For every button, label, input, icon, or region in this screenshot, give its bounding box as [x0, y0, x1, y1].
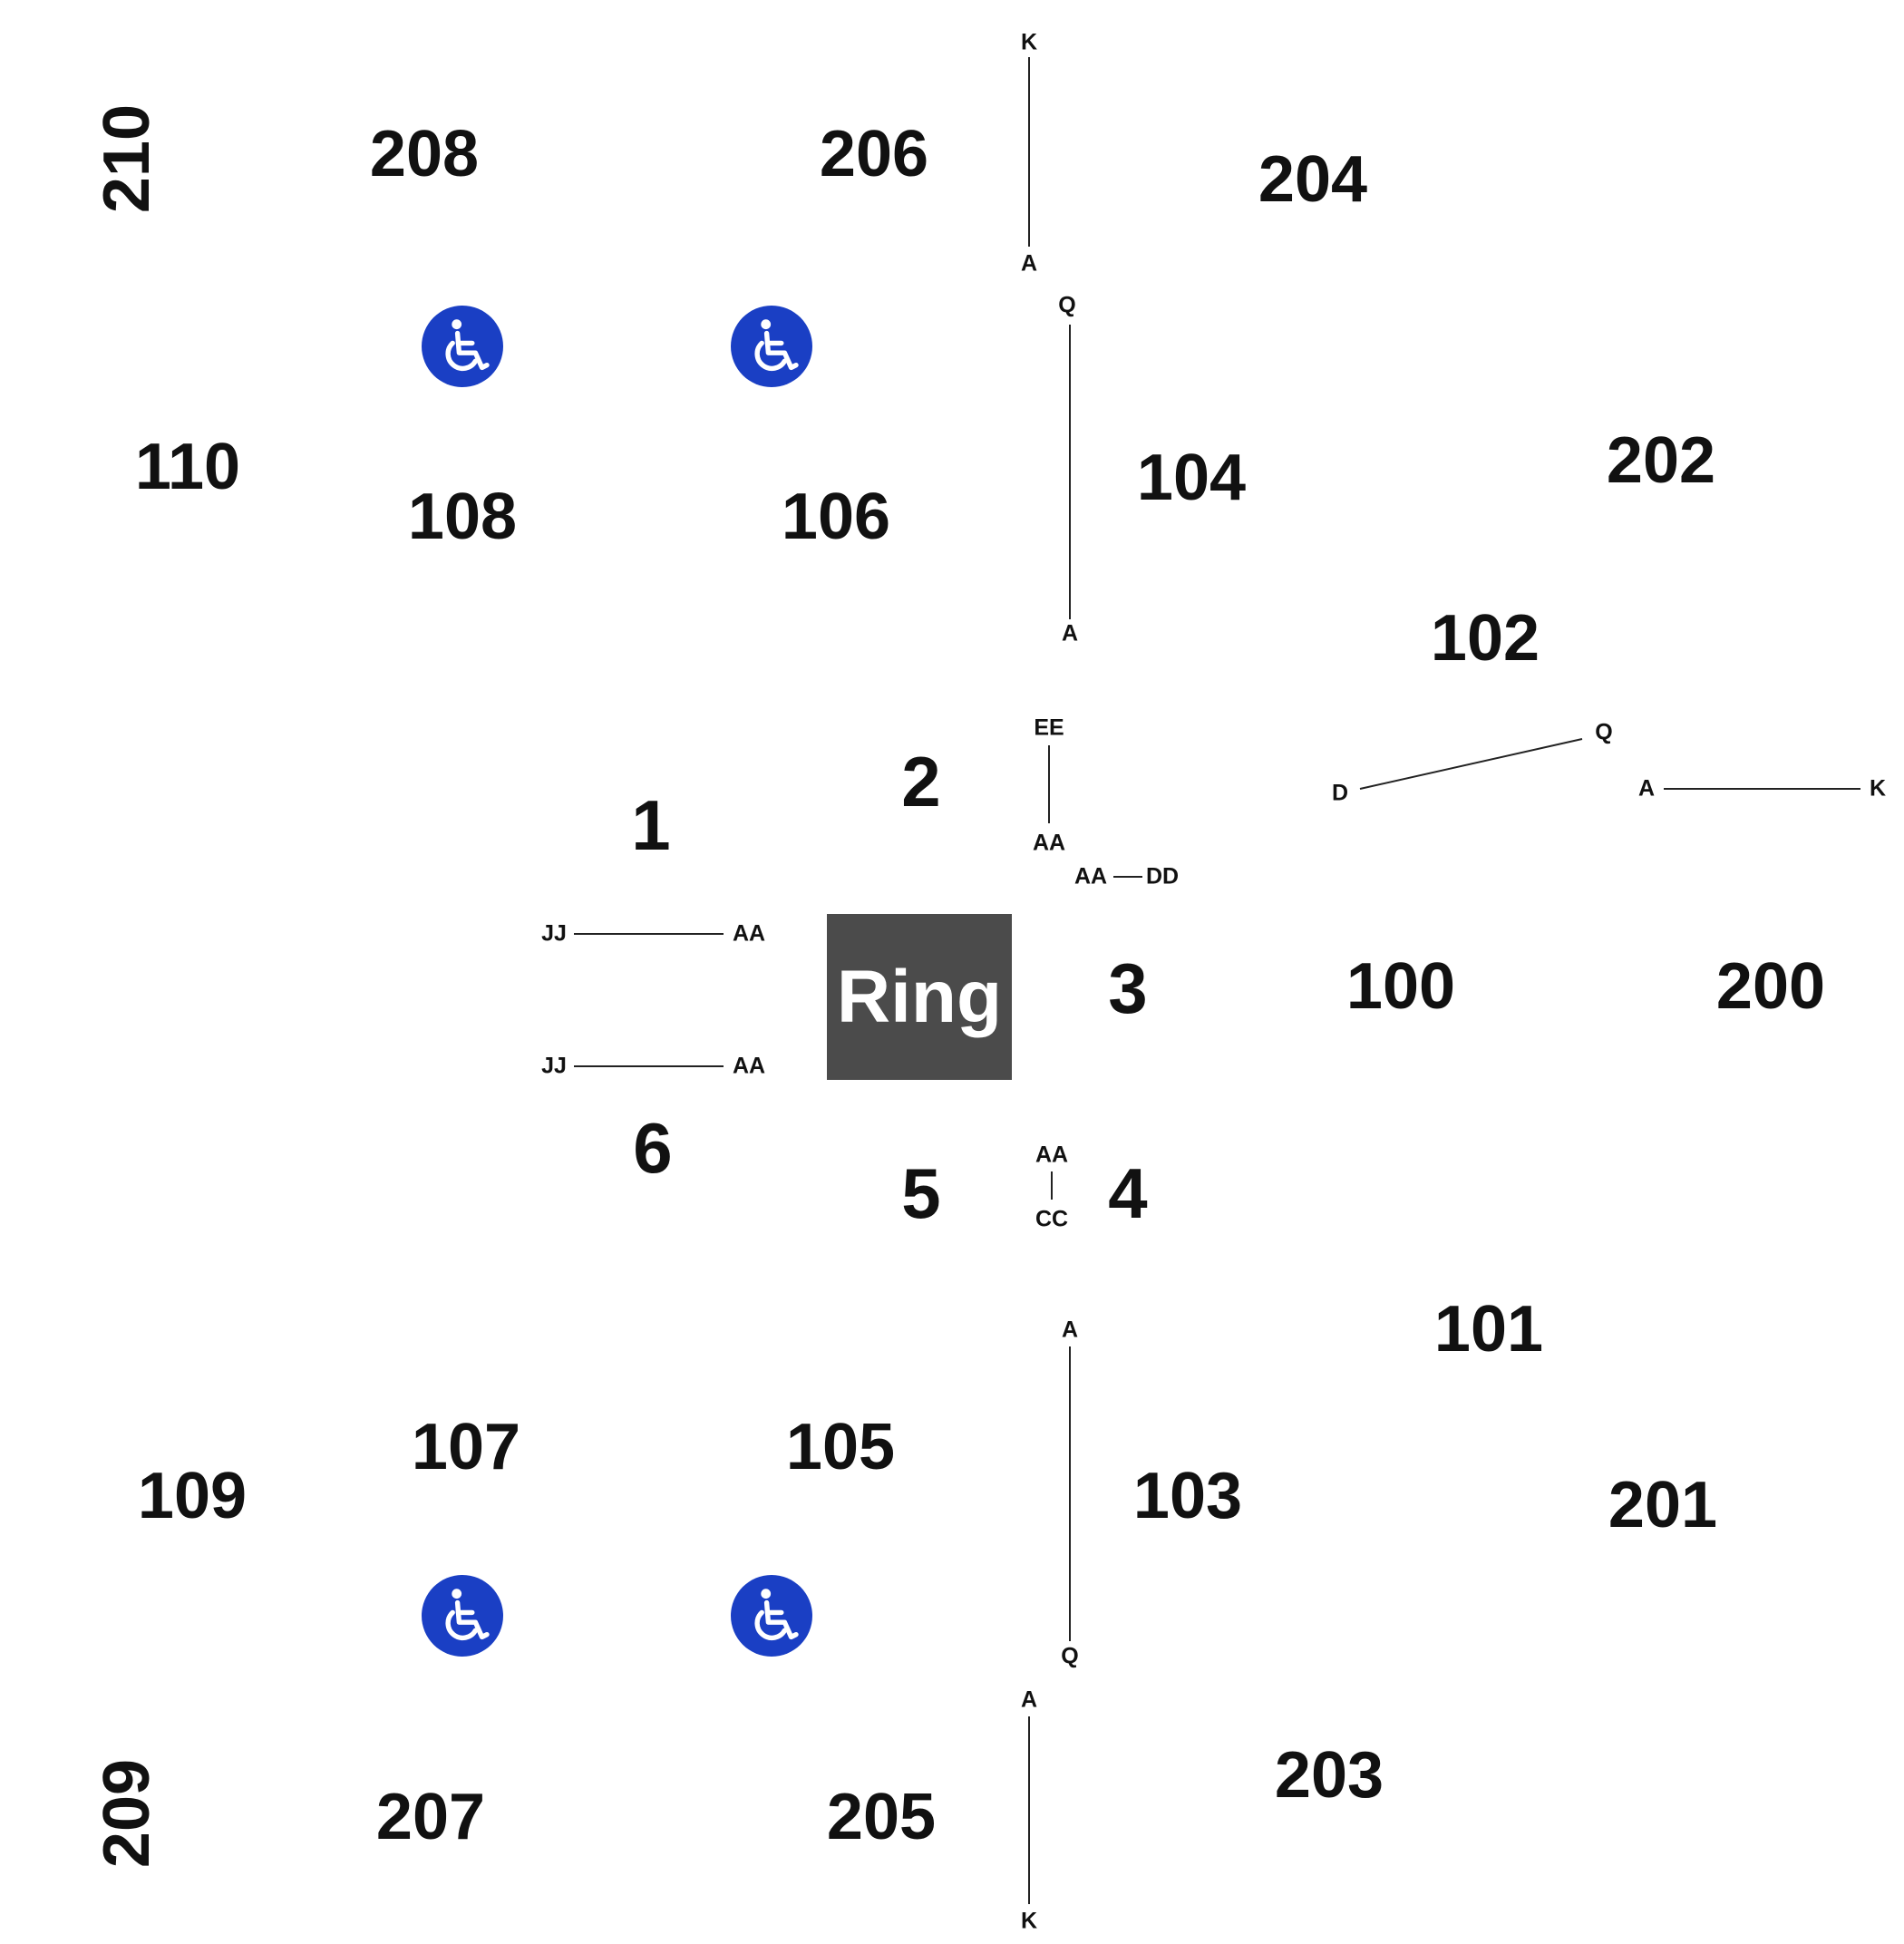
- section-203[interactable]: 203: [1274, 1739, 1384, 1812]
- row-label: CC: [1035, 1206, 1069, 1232]
- section-101[interactable]: 101: [1433, 1293, 1544, 1366]
- row-label: EE: [1034, 714, 1064, 741]
- row-label: K: [1869, 775, 1887, 802]
- section-1[interactable]: 1: [631, 785, 671, 865]
- row-label: Q: [1058, 292, 1076, 318]
- section-202[interactable]: 202: [1606, 424, 1716, 497]
- section-201[interactable]: 201: [1608, 1469, 1718, 1541]
- row-label: AA: [732, 920, 766, 947]
- section-6[interactable]: 6: [633, 1108, 673, 1188]
- section-200[interactable]: 200: [1715, 950, 1826, 1023]
- row-label: JJ: [541, 920, 567, 947]
- section-106[interactable]: 106: [781, 481, 891, 553]
- section-110[interactable]: 110: [134, 431, 241, 503]
- wheelchair-icon[interactable]: [731, 306, 812, 387]
- wheelchair-icon[interactable]: [422, 1575, 503, 1657]
- row-line-102: [1359, 738, 1583, 790]
- section-107[interactable]: 107: [411, 1411, 521, 1483]
- ring-stage[interactable]: Ring: [827, 914, 1012, 1080]
- section-207[interactable]: 207: [375, 1781, 486, 1853]
- section-4[interactable]: 4: [1108, 1153, 1148, 1233]
- section-108[interactable]: 108: [407, 481, 518, 553]
- section-103[interactable]: 103: [1132, 1460, 1243, 1532]
- section-5[interactable]: 5: [901, 1153, 941, 1233]
- row-label: A: [1061, 620, 1079, 646]
- section-206[interactable]: 206: [819, 118, 929, 190]
- row-label: Q: [1061, 1643, 1079, 1669]
- row-label: A: [1637, 775, 1656, 802]
- row-label: DD: [1145, 863, 1180, 889]
- row-label: A: [1020, 1686, 1038, 1713]
- row-label: JJ: [541, 1053, 567, 1079]
- row-label: AA: [732, 1053, 766, 1079]
- wheelchair-icon[interactable]: [731, 1575, 812, 1657]
- row-label: AA: [1035, 1142, 1069, 1168]
- section-102[interactable]: 102: [1430, 602, 1540, 675]
- row-label: AA: [1073, 863, 1108, 889]
- row-label: A: [1061, 1317, 1079, 1343]
- section-205[interactable]: 205: [826, 1781, 937, 1853]
- wheelchair-icon[interactable]: [422, 306, 503, 387]
- section-100[interactable]: 100: [1345, 950, 1456, 1023]
- section-210[interactable]: 210: [91, 103, 163, 214]
- row-label: AA: [1032, 830, 1066, 856]
- section-204[interactable]: 204: [1258, 143, 1368, 216]
- row-label: K: [1020, 1908, 1038, 1934]
- section-208[interactable]: 208: [369, 118, 480, 190]
- ring-label: Ring: [836, 955, 1003, 1038]
- section-3[interactable]: 3: [1108, 948, 1148, 1028]
- section-2[interactable]: 2: [901, 742, 941, 821]
- row-label: A: [1020, 250, 1038, 277]
- section-209[interactable]: 209: [91, 1758, 163, 1869]
- row-label: Q: [1595, 719, 1613, 745]
- row-label: D: [1331, 780, 1349, 806]
- section-109[interactable]: 109: [137, 1460, 248, 1532]
- section-105[interactable]: 105: [785, 1411, 896, 1483]
- section-104[interactable]: 104: [1136, 442, 1247, 514]
- row-label: K: [1020, 29, 1038, 55]
